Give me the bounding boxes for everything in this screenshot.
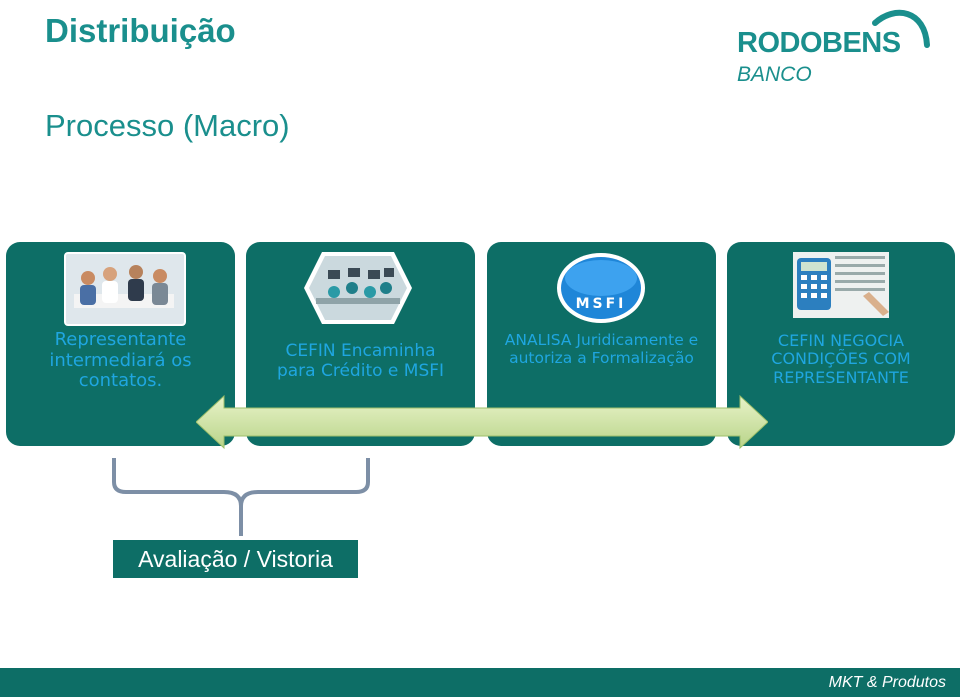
step-4-text: CEFIN NEGOCIA CONDIÇÕES COM REPRESENTANT… xyxy=(771,331,911,387)
evaluation-label: Avaliação / Vistoria xyxy=(113,540,358,578)
meeting-photo-icon xyxy=(64,252,186,326)
step-3-text: ANALISA Juridicamente e autoriza a Forma… xyxy=(504,331,699,367)
step-1-text: Representante intermediará os contatos. xyxy=(49,329,192,392)
footer-bar: MKT & Produtos xyxy=(0,668,960,697)
logo-brand-text: RODOBENS xyxy=(737,27,901,59)
logo-bank-text: BANCO xyxy=(737,63,812,86)
msfi-logo-icon: MSFI xyxy=(556,252,646,324)
calculator-photo-icon xyxy=(793,252,889,318)
office-photo-icon xyxy=(304,252,412,324)
logo-swoosh-icon xyxy=(872,9,930,48)
process-step-4: CEFIN NEGOCIA CONDIÇÕES COM REPRESENTANT… xyxy=(727,242,955,446)
footer-text: MKT & Produtos xyxy=(828,674,946,691)
rodobens-logo: RODOBENS BANCO xyxy=(735,5,935,90)
process-double-arrow xyxy=(195,394,769,450)
page-subtitle: Processo (Macro) xyxy=(45,108,290,143)
evaluation-bracket xyxy=(108,456,374,538)
process-step-1: Representante intermediará os contatos. xyxy=(6,242,235,446)
page-title: Distribuição xyxy=(45,12,236,49)
step-2-text: CEFIN Encaminha para Crédito e MSFI xyxy=(276,341,445,381)
msfi-label: MSFI xyxy=(575,296,627,312)
